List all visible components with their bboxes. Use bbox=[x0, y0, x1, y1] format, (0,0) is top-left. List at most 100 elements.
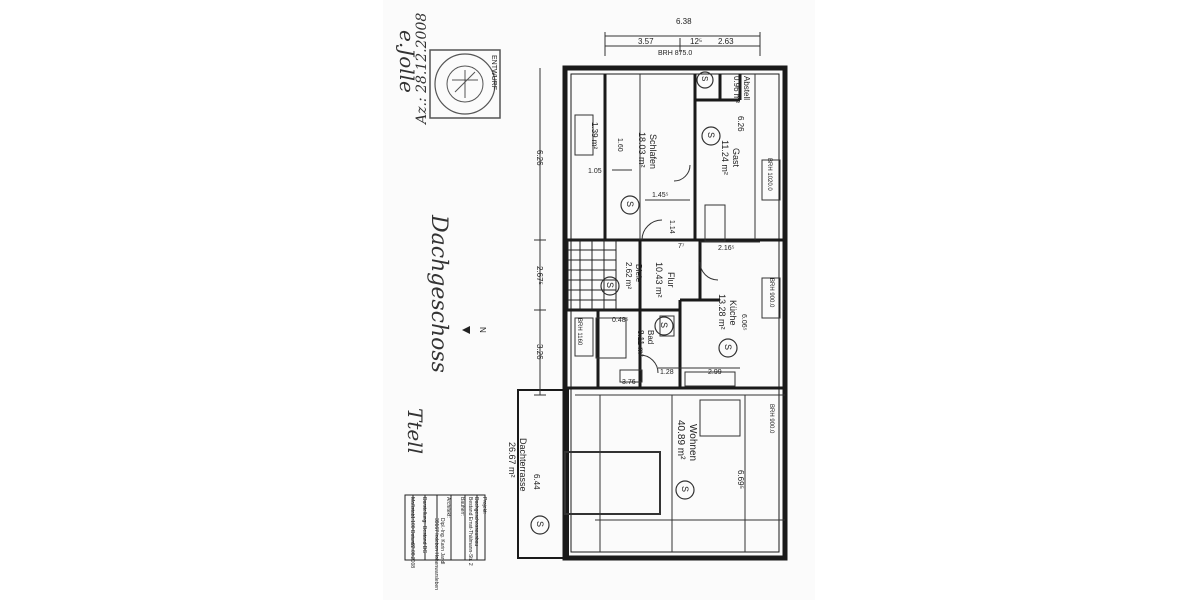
room-area: 13.28 m² bbox=[717, 294, 727, 330]
s-mark-label: S bbox=[605, 282, 615, 288]
dim-wohnen-right: 6.69⁵ bbox=[736, 470, 745, 489]
room-area: 2.62 m² bbox=[624, 262, 633, 289]
dormer bbox=[564, 451, 661, 515]
stamp-box bbox=[429, 49, 501, 119]
s-mark-circle bbox=[675, 480, 695, 500]
bad-window bbox=[574, 317, 594, 357]
dim-top-total: 6.38 bbox=[676, 17, 692, 26]
tb-datum-value: 22.08.2008 bbox=[409, 543, 415, 568]
north-arrow-head bbox=[462, 326, 470, 334]
door-swing-1 bbox=[641, 219, 663, 241]
dim-terrace: 6.44 bbox=[532, 474, 541, 490]
wc bbox=[659, 315, 675, 337]
room-flur: Flur 10.43 m² bbox=[654, 262, 676, 298]
dim-1-28: 1.28 bbox=[660, 369, 674, 376]
wohnen-window bbox=[699, 399, 741, 437]
room-name: Gast bbox=[731, 148, 741, 168]
s-mark-label: S bbox=[680, 486, 690, 492]
dim-top-right: 2.63 bbox=[718, 37, 734, 46]
brh-wohnen-label: BRH 900.0 bbox=[768, 404, 774, 434]
plan-labels: BRH 875.0 6.38 3.57 12⁵ 2.63 6.26 2.67⁵ … bbox=[395, 13, 774, 591]
stamp-text: ENTWURF bbox=[490, 55, 497, 90]
room-diele: Diele 2.62 m² bbox=[624, 262, 643, 289]
title-block-box bbox=[404, 494, 486, 561]
dim-0-48: 0.48⁵ bbox=[612, 317, 629, 324]
s-mark-label: S bbox=[535, 521, 545, 527]
shower-tray bbox=[619, 369, 643, 383]
building-outline-inner bbox=[570, 73, 780, 553]
dim-3-76: 3.76 bbox=[622, 379, 636, 386]
room-schlafen: Schlafen 18.03 m² bbox=[637, 132, 658, 169]
dimension-lines bbox=[534, 32, 761, 396]
brh-kuche-label: BRH 900.0 bbox=[768, 278, 774, 308]
dim-top-left: 3.57 bbox=[638, 37, 654, 46]
stamp-ring bbox=[434, 53, 496, 115]
floor-name-handwritten: Dachgeschoss bbox=[426, 214, 451, 373]
room-wohnen: Wohnen 40.89 m² bbox=[675, 420, 698, 461]
dim-flur-x: 7⁷ bbox=[678, 243, 685, 250]
tb-architekt-addr: 39167 Irxleben Hohenwarsleben bbox=[433, 518, 439, 590]
s-mark-label: S bbox=[706, 132, 716, 138]
gast-window bbox=[761, 159, 781, 201]
stamp-emblem-icon bbox=[452, 70, 478, 98]
dim-kuche-w: 2.16⁵ bbox=[718, 245, 735, 252]
signature-1: e.Jolle bbox=[395, 30, 419, 93]
room-name: Bad bbox=[646, 330, 655, 344]
brh-bad-label: BRH 1160 bbox=[576, 318, 582, 346]
brh-top-label: BRH 875.0 bbox=[658, 50, 692, 57]
door-swing-3 bbox=[639, 354, 659, 374]
brh-gast-label: BRH 1020.0 bbox=[766, 158, 772, 191]
stamp-seal-icon bbox=[446, 65, 484, 103]
dim-1-05: 1.05 bbox=[588, 168, 602, 175]
dim-left-3: 3.26 bbox=[535, 344, 544, 360]
room-name: Dachterrasse bbox=[518, 438, 528, 492]
north-label: N bbox=[478, 327, 487, 333]
room-area: 26.67 m² bbox=[507, 442, 517, 478]
room-dachterrasse: Dachterrasse 26.67 m² bbox=[507, 438, 528, 492]
s-marks bbox=[530, 71, 738, 535]
dim-right-1: 6.26 bbox=[736, 116, 745, 132]
s-mark-circle bbox=[654, 316, 674, 336]
tb-bauherr-label: Bauherr: bbox=[459, 497, 465, 516]
dim-top-mid: 12⁵ bbox=[690, 37, 702, 46]
room-area: 10.43 m² bbox=[654, 262, 664, 298]
room-name: Küche bbox=[728, 300, 738, 326]
title-block bbox=[404, 494, 486, 561]
terrace-outline bbox=[517, 389, 569, 559]
room-kuche: Küche 13.28 m² bbox=[717, 294, 738, 330]
tb-architekt-value: Dipl.-Ing. Karin Jandl bbox=[439, 518, 445, 564]
room-area: 18.03 m² bbox=[637, 132, 647, 168]
dim-left-2: 2.67⁵ bbox=[535, 266, 544, 285]
dim-flur-w: 1.45⁵ bbox=[652, 192, 669, 199]
dim-left-1: 6.26 bbox=[535, 150, 544, 166]
dim-kuche-d: 6.06⁵ bbox=[740, 314, 747, 331]
dim-flur-h: 1.14 bbox=[668, 220, 675, 234]
tb-projekt-label: Projekt: bbox=[481, 497, 487, 514]
tb-datum-label: Datum: bbox=[409, 530, 415, 546]
kitchen-counter bbox=[684, 371, 736, 387]
room-bad: Bad 8.11 m² bbox=[636, 330, 655, 357]
stamp bbox=[429, 49, 501, 119]
door-swing-4 bbox=[673, 164, 691, 182]
staircase bbox=[567, 239, 617, 311]
door-swing-2 bbox=[699, 261, 719, 281]
room-area: 1.39 m² bbox=[590, 122, 599, 149]
room-area: 11.24 m² bbox=[720, 140, 730, 175]
kuche-window bbox=[761, 277, 781, 319]
tb-projekt-value: Dachgeschossausbau bbox=[473, 497, 479, 546]
building-outline bbox=[562, 65, 788, 561]
bathtub bbox=[595, 317, 627, 359]
interior-walls bbox=[565, 74, 785, 390]
dim-1-60: 1.60 bbox=[616, 138, 623, 152]
room-storage: 1.39 m² bbox=[590, 122, 599, 149]
dim-2-99: 2.99 bbox=[708, 369, 722, 376]
room-area: 0.96 m² bbox=[732, 76, 741, 103]
room-gast: Gast 11.24 m² bbox=[720, 140, 741, 175]
room-area: 40.89 m² bbox=[675, 420, 686, 460]
room-area: 8.11 m² bbox=[636, 330, 645, 357]
room-name: Flur bbox=[666, 272, 676, 288]
room-abstell: Abstell 0.96 m² bbox=[732, 76, 751, 103]
north-arrow-icon bbox=[462, 326, 470, 334]
s-mark-label: S bbox=[700, 76, 709, 81]
